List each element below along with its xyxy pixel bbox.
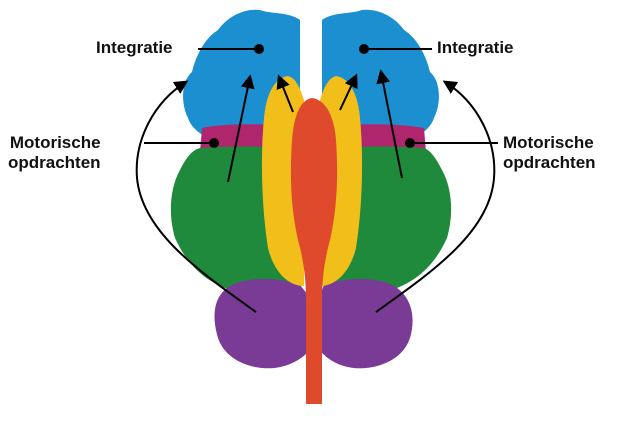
pointer-dot-motor-right bbox=[405, 138, 415, 148]
pointer-dot-integration-right bbox=[359, 44, 369, 54]
label-integration-right: Integratie bbox=[437, 38, 514, 58]
label-motor-left: Motorische opdrachten bbox=[8, 133, 101, 173]
cerebellum-right bbox=[318, 279, 413, 368]
label-motor-right: Motorische opdrachten bbox=[503, 133, 596, 173]
label-integration-left: Integratie bbox=[96, 38, 173, 58]
pointer-dot-integration-left bbox=[254, 44, 264, 54]
pointer-dot-motor-left bbox=[209, 138, 219, 148]
